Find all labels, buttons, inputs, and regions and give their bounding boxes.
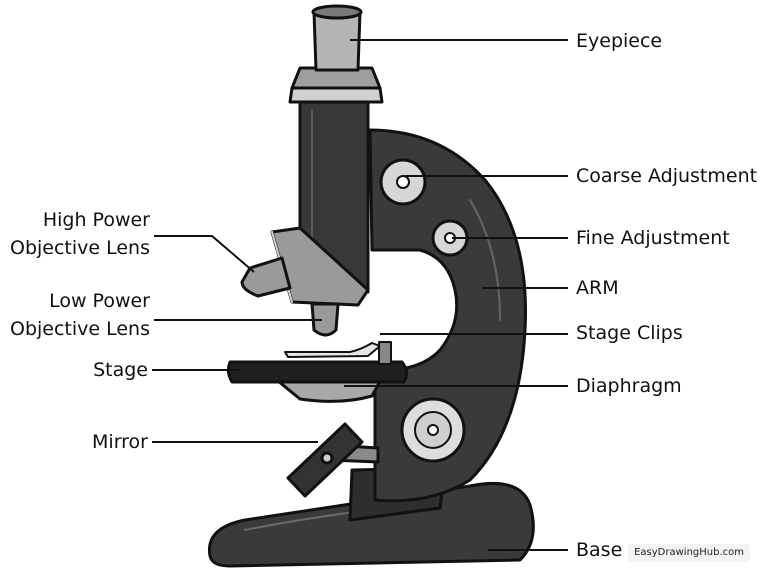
arm-shape [368, 128, 527, 503]
label-high-power-line1: High Power [42, 209, 150, 231]
high-power-objective-shape [240, 256, 292, 298]
label-stage: Stage [93, 359, 148, 381]
label-eyepiece: Eyepiece [576, 30, 663, 52]
label-low-power-line1: Low Power [49, 290, 150, 312]
watermark: EasyDrawingHub.com [628, 544, 750, 562]
arm-highlight [469, 199, 501, 321]
low-power-objective-shape [310, 302, 340, 337]
label-high-power-objective: High Power Objective Lens [10, 206, 150, 262]
label-stage-clips: Stage Clips [576, 322, 683, 344]
mirror-shape [286, 422, 380, 498]
stage-clip-shape [284, 342, 381, 358]
stage-shape [226, 360, 409, 384]
label-base: Base [576, 539, 623, 561]
label-diaphragm: Diaphragm [576, 375, 682, 397]
label-low-power-objective: Low Power Objective Lens [10, 287, 150, 343]
leader-high-power [154, 235, 255, 273]
label-high-power-line2: Objective Lens [9, 237, 150, 259]
label-arm: ARM [576, 277, 619, 299]
label-low-power-line2: Objective Lens [9, 318, 150, 340]
eyepiece-collar [288, 86, 384, 104]
stage-clip-post [378, 341, 392, 365]
diaphragm-shape [276, 379, 382, 403]
label-coarse-adjustment: Coarse Adjustment [576, 165, 758, 187]
base-shape [207, 481, 535, 568]
label-mirror: Mirror [92, 431, 148, 453]
label-fine-adjustment: Fine Adjustment [576, 227, 730, 249]
